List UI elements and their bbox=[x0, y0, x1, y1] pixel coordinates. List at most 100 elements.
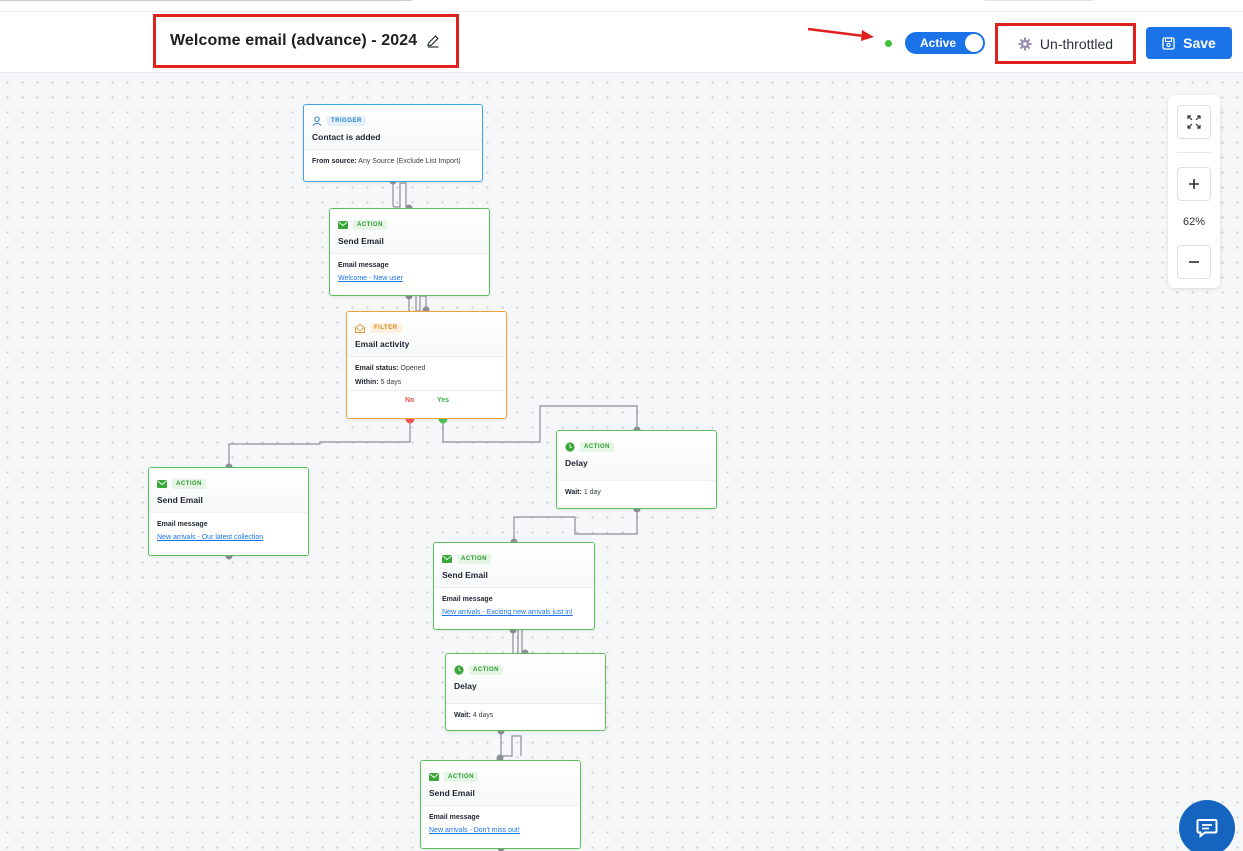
node-header: ACTION Delay bbox=[446, 654, 605, 704]
port-dot bbox=[496, 754, 504, 762]
gear-icon bbox=[1018, 37, 1032, 50]
top-bar: Welcome email (advance) - 2024 Active Un… bbox=[0, 0, 1243, 73]
save-label: Save bbox=[1183, 35, 1216, 51]
annotation-arrow-icon bbox=[807, 27, 874, 41]
envelope-icon bbox=[442, 555, 452, 563]
clock-icon bbox=[454, 665, 464, 675]
node-header: ACTION Send Email bbox=[421, 761, 580, 806]
connector-trigger-send1 bbox=[392, 181, 407, 208]
chat-button[interactable] bbox=[1179, 800, 1235, 851]
branch-row: No Yes bbox=[347, 390, 506, 416]
toggle-knob bbox=[965, 34, 983, 52]
email-message-link[interactable]: New arrivals - Our latest collection bbox=[157, 534, 264, 541]
field-label: Email message bbox=[442, 596, 493, 603]
branch-yes-label: Yes bbox=[437, 397, 450, 404]
node-header: ACTION Send Email bbox=[330, 209, 489, 254]
page-title[interactable]: Welcome email (advance) - 2024 bbox=[170, 32, 418, 49]
plus-icon bbox=[1189, 179, 1199, 189]
node-badge: ACTION bbox=[444, 772, 478, 782]
node-title: Delay bbox=[454, 681, 477, 691]
title-highlight-box: Welcome email (advance) - 2024 bbox=[153, 14, 459, 68]
node-header: ACTION Send Email bbox=[149, 468, 308, 513]
user-icon bbox=[312, 116, 322, 126]
envelope-open-icon bbox=[355, 323, 365, 333]
within-label: Within: bbox=[355, 379, 379, 386]
fit-screen-button[interactable] bbox=[1177, 105, 1211, 139]
node-badge: ACTION bbox=[457, 554, 491, 564]
node-title: Send Email bbox=[442, 570, 488, 580]
email-message-link[interactable]: Welcome - New user bbox=[338, 275, 403, 282]
status-value: Opened bbox=[400, 365, 426, 372]
node-header: ACTION Send Email bbox=[434, 543, 594, 588]
node-header: TRIGGER Contact is added bbox=[304, 105, 482, 150]
node-title: Send Email bbox=[157, 495, 203, 505]
node-badge: ACTION bbox=[469, 665, 503, 675]
node-title: Contact is added bbox=[312, 132, 381, 142]
envelope-icon bbox=[157, 480, 167, 488]
connector-send-delay2 bbox=[512, 630, 523, 653]
zoom-out-button[interactable] bbox=[1177, 245, 1211, 279]
node-body: Email message Welcome - New user bbox=[330, 254, 489, 288]
zoom-divider bbox=[1177, 152, 1211, 153]
email-message-link[interactable]: New arrivals - Don't miss out! bbox=[429, 827, 520, 834]
node-badge: ACTION bbox=[580, 442, 614, 452]
node-body: Email message New arrivals - Exciting ne… bbox=[434, 588, 594, 622]
node-body: Wait: 1 day bbox=[557, 481, 716, 508]
field-value: 1 day bbox=[583, 489, 601, 496]
top-line-segment bbox=[0, 0, 412, 1]
branch-no-label: No bbox=[405, 397, 415, 404]
node-title: Send Email bbox=[338, 236, 384, 246]
delay-node[interactable]: ACTION Delay Wait: 1 day bbox=[556, 430, 717, 509]
field-value: 4 days bbox=[472, 712, 494, 719]
status-dot bbox=[885, 40, 892, 47]
connector-filter-yes bbox=[442, 405, 638, 443]
node-header: ACTION Delay bbox=[557, 431, 716, 481]
node-body: From source: Any Source (Exclude List Im… bbox=[304, 150, 482, 178]
filter-node[interactable]: FILTER Email activity Email status: Open… bbox=[346, 311, 507, 419]
send-email-node[interactable]: ACTION Send Email Email message New arri… bbox=[148, 467, 309, 556]
node-badge: ACTION bbox=[172, 479, 206, 489]
send-email-node[interactable]: ACTION Send Email Email message Welcome … bbox=[329, 208, 490, 296]
pencil-icon[interactable] bbox=[426, 34, 440, 48]
envelope-icon bbox=[429, 773, 439, 781]
zoom-level: 62% bbox=[1182, 216, 1206, 228]
minus-icon bbox=[1189, 261, 1199, 263]
browser-top-line bbox=[0, 0, 1243, 12]
send-email-node[interactable]: ACTION Send Email Email message New arri… bbox=[433, 542, 595, 630]
envelope-icon bbox=[338, 221, 348, 229]
connector-filter-no bbox=[228, 418, 411, 467]
clock-icon bbox=[565, 442, 575, 452]
node-body: Email message New arrivals - Don't miss … bbox=[421, 806, 580, 840]
node-body: Wait: 4 days bbox=[446, 704, 605, 730]
send-email-node[interactable]: ACTION Send Email Email message New arri… bbox=[420, 760, 581, 849]
connector-delay1-send bbox=[513, 508, 638, 541]
throttle-highlight-box: Un-throttled bbox=[995, 23, 1136, 64]
node-title: Delay bbox=[565, 458, 588, 468]
active-toggle[interactable]: Active bbox=[905, 32, 985, 54]
field-label: Wait: bbox=[565, 489, 582, 496]
delay-node[interactable]: ACTION Delay Wait: 4 days bbox=[445, 653, 606, 731]
field-value: Any Source (Exclude List Import) bbox=[358, 158, 461, 165]
field-label: Email message bbox=[429, 814, 480, 821]
throttle-label: Un-throttled bbox=[1039, 35, 1114, 52]
email-message-link[interactable]: New arrivals - Exciting new arrivals jus… bbox=[442, 609, 573, 616]
node-body: Email status: Opened Within: 5 days bbox=[347, 357, 506, 388]
node-header: FILTER Email activity bbox=[347, 312, 506, 357]
fit-screen-icon bbox=[1187, 115, 1201, 129]
throttle-button[interactable]: Un-throttled bbox=[1018, 36, 1113, 52]
top-line-segment-right bbox=[985, 0, 1093, 1]
zoom-panel: 62% bbox=[1168, 95, 1220, 288]
save-button[interactable]: Save bbox=[1146, 27, 1232, 59]
node-badge: FILTER bbox=[370, 323, 402, 333]
floppy-icon bbox=[1162, 36, 1175, 50]
field-label: Email message bbox=[338, 262, 389, 269]
within-value: 5 days bbox=[380, 379, 402, 386]
zoom-in-button[interactable] bbox=[1177, 167, 1211, 201]
node-title: Send Email bbox=[429, 788, 475, 798]
field-label: Wait: bbox=[454, 712, 471, 719]
node-badge: TRIGGER bbox=[327, 116, 366, 126]
connector-delay2-send bbox=[500, 730, 522, 757]
trigger-node[interactable]: TRIGGER Contact is added From source: An… bbox=[303, 104, 483, 182]
node-body: Email message New arrivals - Our latest … bbox=[149, 513, 308, 547]
